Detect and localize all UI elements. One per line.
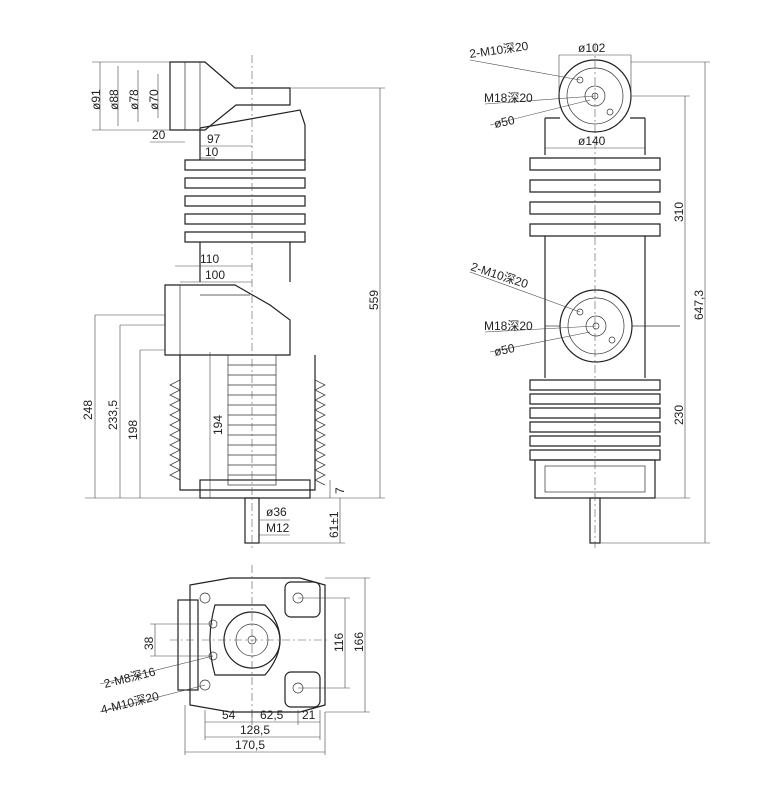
dim-110: 110 (200, 252, 219, 266)
dim-d36: ø36 (266, 505, 287, 519)
bottom-base (199, 479, 311, 499)
front-view: 2-M10深20 ø102 M18深20 ø50 ø140 310 647,3 … (468, 39, 710, 548)
dim-38: 38 (142, 636, 156, 650)
bottom-view: 38 2-M8深16 4-M10深20 116 166 54 62,5 21 1… (99, 565, 370, 755)
dim-m12: M12 (266, 521, 290, 535)
top-terminal-flange (169, 61, 291, 131)
bottom-terminal-lobe (209, 604, 281, 676)
upper-sheds (184, 159, 306, 282)
dim-mid-bolts: 2-M10深20 (469, 260, 530, 292)
dim-647: 647,3 (692, 290, 706, 320)
dim-mid-m18: M18深20 (484, 319, 533, 333)
dim-d78: ø78 (127, 89, 141, 110)
dim-top-bolts: 2-M10深20 (468, 39, 529, 61)
dim-128: 128,5 (240, 723, 270, 737)
side-view: ø91 ø88 ø78 ø70 20 97 10 110 100 559 248… (81, 55, 385, 548)
upper-insulator-body (199, 109, 306, 160)
dim-d88: ø88 (107, 89, 121, 110)
dim-54: 54 (222, 708, 236, 722)
dim-m10: 4-M10深20 (99, 689, 160, 717)
front-upper-sheds (529, 157, 661, 378)
bottom-dimension-lines (99, 577, 370, 755)
dim-d91: ø91 (89, 89, 103, 110)
dim-d140: ø140 (578, 134, 606, 148)
dim-559: 559 (367, 290, 381, 310)
dim-116: 116 (332, 633, 346, 652)
dim-d102: ø102 (578, 41, 606, 55)
bottom-outline (189, 577, 326, 713)
dim-m8: 2-M8深16 (102, 665, 157, 691)
dim-100: 100 (205, 268, 225, 282)
dim-20: 20 (152, 128, 166, 142)
dim-top-m18: M18深20 (484, 91, 533, 105)
front-lower-sheds (529, 379, 661, 461)
lower-insulator-body (179, 355, 316, 491)
dim-233: 233,5 (106, 400, 120, 430)
dim-230: 230 (672, 405, 686, 425)
middle-terminal (164, 284, 291, 356)
dim-248: 248 (81, 400, 95, 420)
dim-166: 166 (352, 632, 366, 652)
dim-198: 198 (126, 420, 140, 440)
dim-top-d50: ø50 (493, 113, 516, 131)
dim-mid-d50: ø50 (493, 341, 516, 359)
dim-61: 61±1 (327, 511, 341, 538)
dim-194: 194 (211, 415, 225, 435)
dim-10: 10 (205, 145, 219, 159)
dim-7: 7 (333, 487, 347, 494)
dim-62: 62,5 (260, 708, 284, 722)
dim-97: 97 (207, 132, 221, 146)
lower-outer-sheds (169, 379, 326, 486)
dim-21: 21 (302, 708, 316, 722)
dim-310: 310 (672, 202, 686, 222)
front-dimension-lines (469, 54, 710, 544)
dim-d70: ø70 (147, 89, 161, 110)
dim-170: 170,5 (235, 738, 265, 752)
side-dimension-lines (85, 61, 385, 544)
